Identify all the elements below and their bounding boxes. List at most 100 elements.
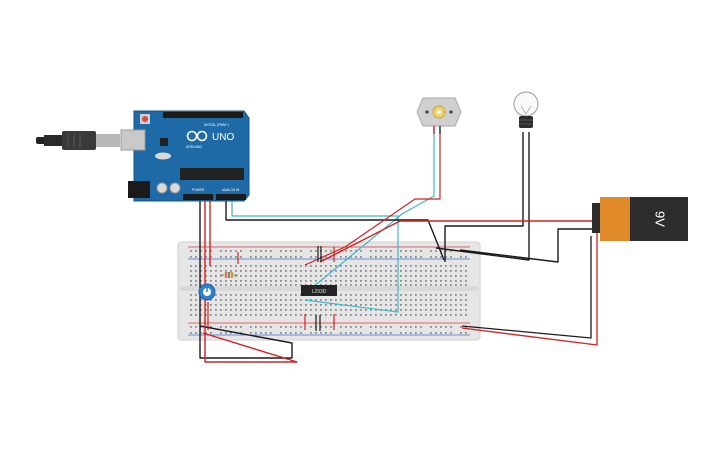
breadboard-hole [220, 280, 222, 282]
breadboard-hole [380, 256, 382, 258]
breadboard-hole [265, 280, 267, 282]
breadboard-hole [340, 284, 342, 286]
breadboard-hole [360, 270, 362, 272]
breadboard-hole [190, 332, 192, 334]
breadboard-hole [300, 284, 302, 286]
breadboard-hole [460, 309, 462, 311]
breadboard-hole [325, 309, 327, 311]
breadboard-hole [410, 280, 412, 282]
breadboard-hole [190, 275, 192, 277]
breadboard-hole [240, 256, 242, 258]
breadboard-hole [445, 250, 447, 252]
breadboard-hole [400, 284, 402, 286]
breadboard-hole [310, 304, 312, 306]
breadboard-hole [370, 326, 372, 328]
breadboard-hole [200, 265, 202, 267]
breadboard-hole [210, 270, 212, 272]
breadboard-hole [405, 284, 407, 286]
breadboard-hole [465, 275, 467, 277]
breadboard-hole [250, 275, 252, 277]
usb-plug-icon[interactable] [36, 131, 120, 150]
breadboard-hole [290, 294, 292, 296]
breadboard-hole [465, 294, 467, 296]
breadboard-hole [425, 299, 427, 301]
breadboard-hole [415, 314, 417, 316]
breadboard-hole [290, 314, 292, 316]
breadboard-hole [410, 299, 412, 301]
breadboard-hole [345, 332, 347, 334]
breadboard-hole [385, 275, 387, 277]
breadboard-hole [315, 280, 317, 282]
breadboard-hole [360, 304, 362, 306]
breadboard-hole [390, 275, 392, 277]
breadboard-hole [270, 275, 272, 277]
breadboard-hole [290, 284, 292, 286]
breadboard-hole [310, 314, 312, 316]
breadboard-hole [195, 309, 197, 311]
breadboard-hole [335, 270, 337, 272]
breadboard-hole [325, 265, 327, 267]
breadboard-hole [385, 256, 387, 258]
light-bulb-icon[interactable] [513, 91, 539, 128]
breadboard-hole [370, 284, 372, 286]
breadboard-hole [380, 314, 382, 316]
arduino-brand-text: ARDUINO [186, 145, 202, 149]
battery-9v[interactable]: 9V [592, 197, 688, 241]
breadboard-hole [260, 326, 262, 328]
breadboard-hole [415, 326, 417, 328]
breadboard-hole [440, 280, 442, 282]
breadboard-hole [265, 284, 267, 286]
breadboard-hole [420, 280, 422, 282]
breadboard-hole [385, 265, 387, 267]
breadboard-hole [270, 250, 272, 252]
breadboard-hole [210, 326, 212, 328]
breadboard-hole [385, 299, 387, 301]
breadboard-hole [285, 265, 287, 267]
breadboard-hole [410, 294, 412, 296]
breadboard-hole [255, 280, 257, 282]
breadboard-hole [240, 275, 242, 277]
breadboard-hole [290, 332, 292, 334]
breadboard-hole [260, 299, 262, 301]
breadboard-hole [230, 265, 232, 267]
potentiometer-icon[interactable] [198, 283, 216, 301]
breadboard-hole [300, 256, 302, 258]
breadboard-hole [385, 332, 387, 334]
arduino-digital-header-label: DIGITAL (PWM~) [204, 123, 229, 127]
breadboard-hole [335, 314, 337, 316]
arduino-uno[interactable]: UNO ARDUINO DIGITAL (PWM~) POWER ANALOG … [120, 110, 250, 202]
breadboard-hole [295, 275, 297, 277]
breadboard-hole [360, 314, 362, 316]
breadboard-hole [330, 304, 332, 306]
resistor-icon[interactable] [220, 272, 238, 278]
breadboard-hole [305, 270, 307, 272]
breadboard-hole [345, 280, 347, 282]
breadboard-hole [430, 314, 432, 316]
breadboard-hole [290, 280, 292, 282]
breadboard-hole [270, 314, 272, 316]
dc-motor-icon[interactable] [416, 97, 462, 134]
breadboard-hole [285, 250, 287, 252]
breadboard-hole [325, 256, 327, 258]
breadboard-hole [445, 280, 447, 282]
breadboard-hole [360, 294, 362, 296]
breadboard-hole [220, 304, 222, 306]
breadboard-hole [250, 332, 252, 334]
breadboard-hole [370, 304, 372, 306]
breadboard-hole [445, 265, 447, 267]
breadboard-hole [365, 280, 367, 282]
breadboard-hole [270, 326, 272, 328]
breadboard-hole [315, 314, 317, 316]
breadboard-hole [440, 326, 442, 328]
breadboard-hole [390, 304, 392, 306]
breadboard-hole [375, 280, 377, 282]
motor-driver-chip[interactable]: L293D [301, 285, 337, 296]
breadboard-hole [395, 294, 397, 296]
breadboard-hole [460, 275, 462, 277]
breadboard-hole [290, 304, 292, 306]
breadboard-hole [255, 309, 257, 311]
breadboard-hole [315, 309, 317, 311]
breadboard-hole [350, 299, 352, 301]
breadboard-hole [280, 332, 282, 334]
